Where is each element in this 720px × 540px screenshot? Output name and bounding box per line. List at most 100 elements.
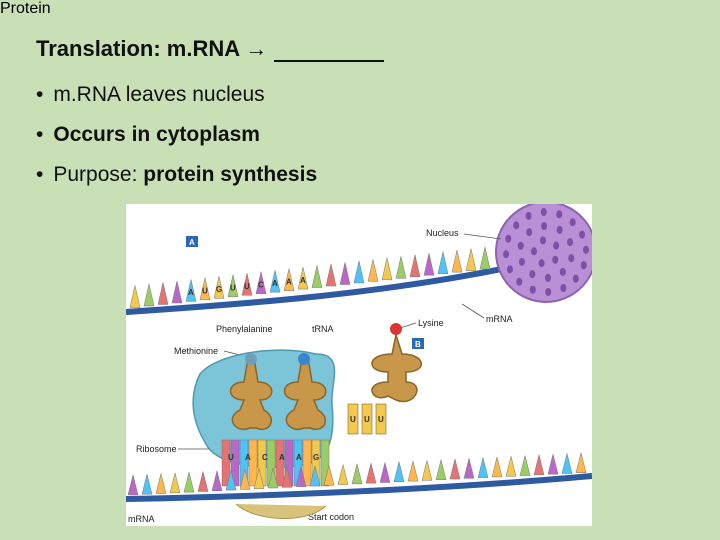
ribosome-codon-bar [221, 439, 231, 487]
mrna-base-tooth [395, 256, 407, 279]
label-nucleus: Nucleus [426, 228, 459, 238]
mrna-base-tooth [379, 462, 391, 483]
bullet-item: Purpose: protein synthesis [36, 160, 317, 200]
ribosome-codon-bar [248, 439, 258, 487]
mrna-base-tooth [283, 268, 295, 291]
nucleus-pores [503, 208, 589, 296]
panel-b-tag [412, 338, 424, 349]
leader-line [463, 233, 502, 240]
mrna-base-letter: A [286, 277, 292, 286]
anticodon-prong [347, 403, 359, 435]
lysine-ball [390, 323, 402, 335]
nucleus-pore [541, 222, 548, 231]
ribosome-codon-bar [302, 439, 312, 487]
mrna-base-tooth [325, 263, 337, 287]
ribosome-codon-bar [320, 439, 330, 487]
mrna-base-letter: U [230, 284, 236, 293]
mrna-base-tooth [353, 260, 365, 284]
bullet-text: m.RNA leaves nucleus [53, 83, 265, 106]
mrna-base-tooth [183, 472, 195, 493]
mrna-base-tooth [423, 253, 435, 276]
mrna-base-tooth [155, 473, 167, 494]
mrna-base-tooth [141, 474, 153, 495]
mrna-base-tooth [465, 248, 477, 271]
nucleus-pore [559, 267, 566, 276]
title-prefix: Translation: m.RNA → [36, 36, 268, 61]
mrna-base-tooth [227, 274, 239, 298]
leader-line [399, 322, 417, 329]
mrna-base-tooth [381, 257, 393, 281]
nucleus-pore [503, 250, 510, 259]
mrna-base-tooth [211, 470, 223, 492]
anticodon-letter: U [364, 415, 370, 424]
mrna-base-tooth [267, 467, 279, 489]
nucleus-pore [531, 247, 538, 256]
label-methionine: Methionine [174, 346, 218, 356]
nucleus-pore [525, 211, 532, 220]
mrna-base-tooth [479, 247, 491, 270]
nucleus-pore [540, 236, 547, 245]
mrna-base-tooth [241, 273, 253, 296]
label-mrna-left: mRNA [128, 514, 155, 524]
mrna-base-tooth [199, 277, 211, 301]
mrna-base-tooth [547, 454, 559, 475]
anticodon-plate [347, 403, 387, 435]
slide-title: Translation: m.RNA → [36, 36, 384, 62]
mrna-base-letter: U [202, 287, 208, 296]
mrna-base-tooth [449, 458, 461, 480]
ribosome-trna-right [283, 357, 327, 431]
bullet-item: Occurs in cytoplasm [36, 120, 317, 160]
label-lysine: Lysine [418, 318, 444, 328]
nucleus-pore [560, 284, 567, 293]
mrna-base-tooth [323, 465, 335, 486]
ribosome-base-letter: G [313, 453, 319, 462]
nucleus-pore [513, 221, 520, 230]
bottom-strand-teeth [127, 452, 587, 496]
bullet-label: Purpose: [53, 163, 144, 186]
mrna-base-tooth [269, 270, 281, 293]
nucleus-pore [556, 225, 563, 234]
mrna-base-letter: A [188, 288, 194, 297]
answer-blank [273, 38, 384, 62]
ribosome-base-letter: A [296, 453, 302, 462]
mrna-base-tooth [255, 271, 267, 294]
phenylalanine-ball [298, 353, 310, 365]
nucleus-pore [540, 208, 547, 217]
leader-line [461, 303, 485, 319]
label-phenylalanine: Phenylalanine [216, 324, 273, 334]
mrna-base-tooth [171, 280, 183, 304]
panel-b-label: B [415, 340, 421, 349]
mrna-base-tooth [339, 262, 351, 285]
mrna-base-tooth [491, 456, 503, 478]
mrna-base-tooth [129, 285, 141, 308]
mrna-base-tooth [157, 282, 169, 305]
mrna-base-letter: A [272, 279, 278, 288]
mrna-base-tooth [477, 457, 489, 478]
ribosome-codon-bar [275, 439, 285, 487]
nucleus-pore [582, 245, 589, 254]
nucleus-shape [495, 204, 592, 303]
mrna-base-tooth [365, 463, 377, 484]
nucleus-pore [526, 228, 533, 237]
mrna-base-tooth [435, 459, 447, 480]
mrna-base-tooth [213, 276, 225, 299]
mrna-base-tooth [505, 456, 517, 477]
mrna-base-tooth [421, 460, 433, 481]
mrna-base-tooth [367, 259, 379, 282]
anticodon-prong [361, 403, 373, 435]
nucleus-pore [568, 254, 575, 263]
bullet-list: m.RNA leaves nucleus Occurs in cytoplasm… [36, 80, 317, 200]
top-strand-teeth [129, 247, 491, 308]
nucleus-pore [505, 234, 512, 243]
ribosome-base-letter: U [228, 453, 234, 462]
mrna-base-tooth [281, 467, 293, 488]
mrna-base-tooth [197, 471, 209, 492]
bullet-value: protein synthesis [143, 163, 318, 186]
mrna-base-tooth [143, 283, 155, 307]
nucleus-pore [569, 218, 576, 227]
mrna-base-letter: C [258, 280, 264, 289]
mrna-base-tooth [393, 461, 405, 483]
